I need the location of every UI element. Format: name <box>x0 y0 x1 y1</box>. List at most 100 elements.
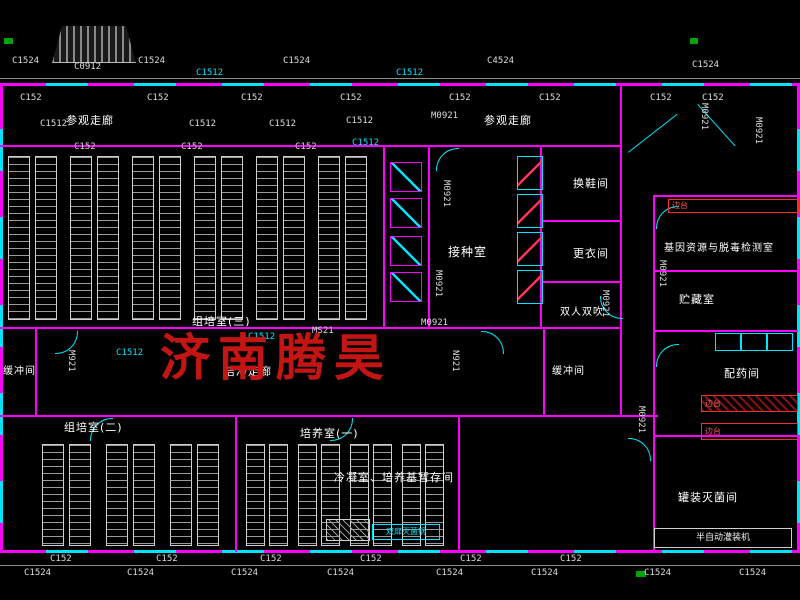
door-arc <box>628 438 651 461</box>
window-code: C1524 <box>12 56 40 66</box>
wall-shoe-dressing <box>540 220 620 222</box>
equipment-box <box>390 162 422 192</box>
window-code: C152 <box>147 93 169 103</box>
sterilizer-box: 双扉灭菌锅 <box>372 524 440 540</box>
door-swing-line <box>628 113 678 153</box>
green-mark <box>4 38 13 44</box>
window-code: C1524 <box>138 56 166 66</box>
window-code: C1524 <box>692 60 720 70</box>
door-arc <box>481 331 504 354</box>
locker-box <box>517 194 543 228</box>
window-code: C1524 <box>327 568 355 578</box>
window-code: C1512 <box>346 116 374 126</box>
stairs-hatch <box>52 26 136 63</box>
door-code: M0921 <box>753 117 763 145</box>
green-mark <box>690 38 698 44</box>
door-code: M921 <box>66 350 76 372</box>
culture-rack <box>256 156 278 320</box>
window-code: C152 <box>241 93 263 103</box>
culture-rack <box>35 156 57 320</box>
culture-rack <box>132 156 154 320</box>
culture-rack <box>170 444 192 546</box>
wall-outer-top <box>0 83 800 86</box>
door-code: M0921 <box>636 406 646 434</box>
window-code: C152 <box>702 93 724 103</box>
wall-dressing-shower <box>540 281 620 283</box>
room-label-storage: 贮藏室 <box>679 293 715 306</box>
wall-racks-right <box>383 145 385 329</box>
window-code: C1512 <box>40 119 68 129</box>
equipment-box <box>390 198 422 228</box>
door-arc <box>436 148 459 171</box>
wall-outer-left <box>0 83 3 552</box>
room-label-dressing: 更衣间 <box>573 247 609 260</box>
watermark-text: 济南腾昊 <box>160 328 392 387</box>
window-code: C1512 <box>352 138 380 148</box>
room-label-dispensing: 配药间 <box>724 367 760 380</box>
door-code: N921 <box>450 350 460 372</box>
window-code: C1524 <box>644 568 672 578</box>
locker-box <box>517 156 543 190</box>
window-code: C152 <box>360 554 382 564</box>
window-code: C1512 <box>269 119 297 129</box>
window-code: C1512 <box>396 68 424 78</box>
wall-outer-bottom <box>0 550 800 553</box>
culture-rack <box>159 156 181 320</box>
room-label-shoe-room: 换鞋间 <box>573 177 609 190</box>
window-code: C152 <box>539 93 561 103</box>
room-label-visitor-corridor: 参观走廊 <box>66 114 114 127</box>
bench-label: 边台 <box>705 426 721 436</box>
window-code: C152 <box>181 142 203 152</box>
window-code: C1524 <box>24 568 52 578</box>
room-label-canning: 罐装灭菌间 <box>678 491 738 504</box>
window-code: C152 <box>340 93 362 103</box>
culture-rack <box>246 444 265 546</box>
window-code: C1524 <box>283 56 311 66</box>
window-code: C152 <box>460 554 482 564</box>
room-label-air-shower: 双人双吹 <box>560 307 604 318</box>
culture-rack <box>298 444 317 546</box>
room-label-visitor-corridor: 参观走廊 <box>484 114 532 127</box>
window-code: C1524 <box>127 568 155 578</box>
window-code: C0912 <box>74 62 102 72</box>
door-code: M0921 <box>657 260 667 288</box>
wall-corridor-top <box>0 145 622 147</box>
wall-mid <box>0 327 622 329</box>
wall-buffer-right <box>543 327 545 417</box>
wall-rightwing-left <box>653 195 655 552</box>
room-label-culture-1: 培养室(一) <box>300 427 359 440</box>
room-label-clean-corridor: 洁净走廊 <box>224 365 272 378</box>
equipment-box <box>390 236 422 266</box>
wall-buffer-left <box>35 327 37 417</box>
culture-rack <box>402 444 421 546</box>
wall-lower-1 <box>235 415 237 552</box>
bench-table: 边台 <box>701 423 798 440</box>
window-code: C1512 <box>116 348 144 358</box>
window-code: C152 <box>260 554 282 564</box>
sterilizer-label: 双扉灭菌锅 <box>386 527 426 536</box>
wall-inoculation-left <box>428 145 430 329</box>
culture-rack <box>42 444 64 546</box>
culture-rack <box>133 444 155 546</box>
window-code: C152 <box>650 93 672 103</box>
culture-rack <box>70 156 92 320</box>
culture-rack <box>8 156 30 320</box>
window-code: C152 <box>74 142 96 152</box>
room-label-tissue-2: 组培室(二) <box>64 421 123 434</box>
window-code: C4524 <box>487 56 515 66</box>
bench-label: 边台 <box>705 398 721 408</box>
wall-right-3 <box>653 330 798 332</box>
window-code: C1524 <box>231 568 259 578</box>
culture-rack <box>318 156 340 320</box>
door-code: M0921 <box>431 111 459 121</box>
wall-right-4 <box>653 435 798 437</box>
window-code: C152 <box>449 93 471 103</box>
cabinet-box <box>767 333 793 351</box>
equipment-box <box>390 272 422 302</box>
culture-rack <box>97 156 119 320</box>
window-code: C1512 <box>248 332 276 342</box>
room-label-buffer-right: 缓冲间 <box>552 366 585 377</box>
locker-box <box>517 232 543 266</box>
window-code: C1512 <box>196 68 224 78</box>
